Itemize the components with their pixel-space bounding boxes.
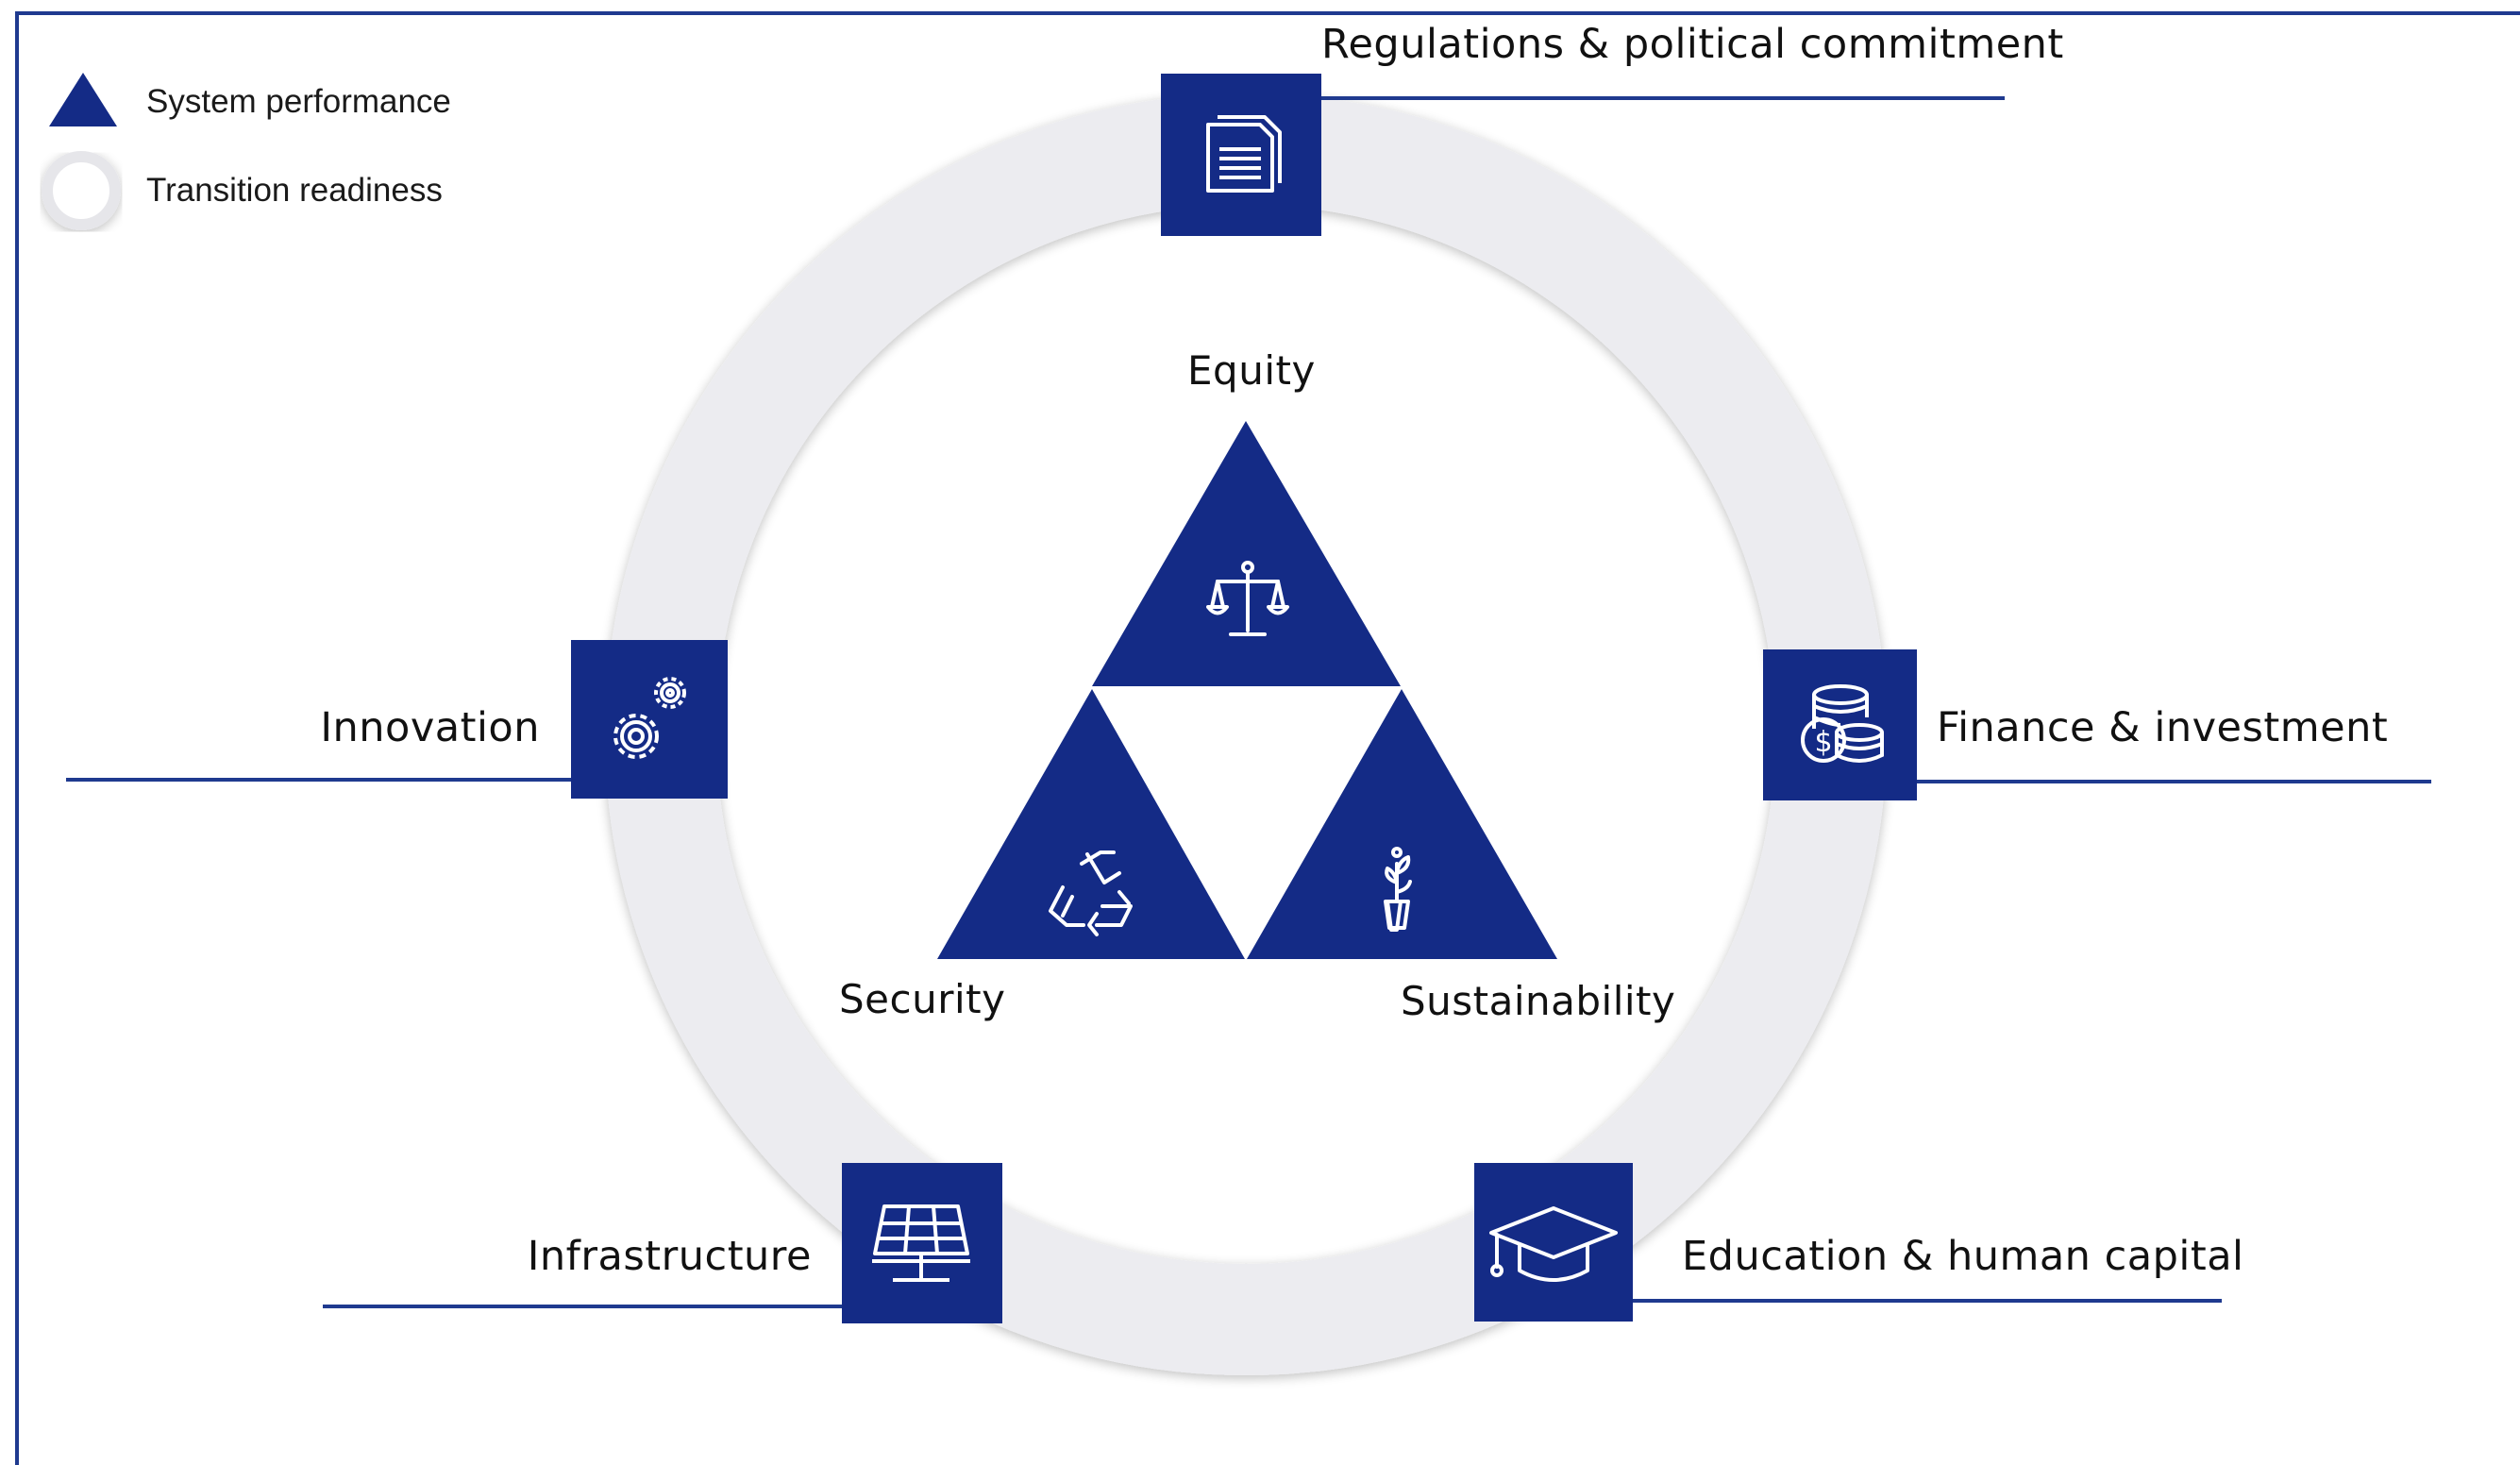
readiness-ring bbox=[605, 93, 1887, 1375]
legend-system-performance-label: System performance bbox=[146, 83, 451, 120]
education-box bbox=[1474, 1163, 1633, 1322]
graduation-cap-icon bbox=[1489, 1206, 1618, 1282]
infrastructure-box bbox=[842, 1163, 1002, 1323]
sustainability-label: Sustainability bbox=[1401, 978, 1676, 1024]
recycle-icon bbox=[1049, 850, 1133, 936]
plant-icon bbox=[1384, 847, 1412, 932]
equity-triangle bbox=[1092, 421, 1401, 686]
money-icon: $ bbox=[1801, 684, 1884, 763]
framework-diagram: $ bbox=[42, 73, 2431, 1375]
security-triangle bbox=[937, 689, 1245, 959]
innovation-box bbox=[571, 640, 728, 799]
equity-label: Equity bbox=[1187, 347, 1316, 394]
document-icon bbox=[1206, 115, 1282, 193]
legend-transition-readiness-label: Transition readiness bbox=[146, 172, 443, 209]
connector-lines bbox=[66, 96, 2431, 1308]
infrastructure-label: Infrastructure bbox=[527, 1233, 812, 1280]
innovation-label: Innovation bbox=[320, 704, 540, 751]
legend-triangle-icon bbox=[49, 73, 117, 126]
system-performance-triangles bbox=[937, 421, 1557, 959]
sustainability-triangle bbox=[1247, 689, 1557, 959]
legend-circle-icon bbox=[42, 151, 121, 230]
svg-text:$: $ bbox=[1814, 726, 1832, 759]
education-label: Education & human capital bbox=[1682, 1233, 2244, 1280]
finance-label: Finance & investment bbox=[1937, 704, 2389, 751]
regulations-label: Regulations & political commitment bbox=[1321, 21, 2064, 68]
figure-frame bbox=[15, 11, 2520, 1465]
regulations-box bbox=[1161, 74, 1321, 236]
solar-panel-icon bbox=[872, 1204, 970, 1282]
security-label: Security bbox=[839, 976, 1006, 1022]
gears-icon bbox=[613, 677, 686, 759]
pillar-boxes bbox=[571, 74, 1917, 1323]
scales-icon bbox=[1206, 561, 1289, 636]
